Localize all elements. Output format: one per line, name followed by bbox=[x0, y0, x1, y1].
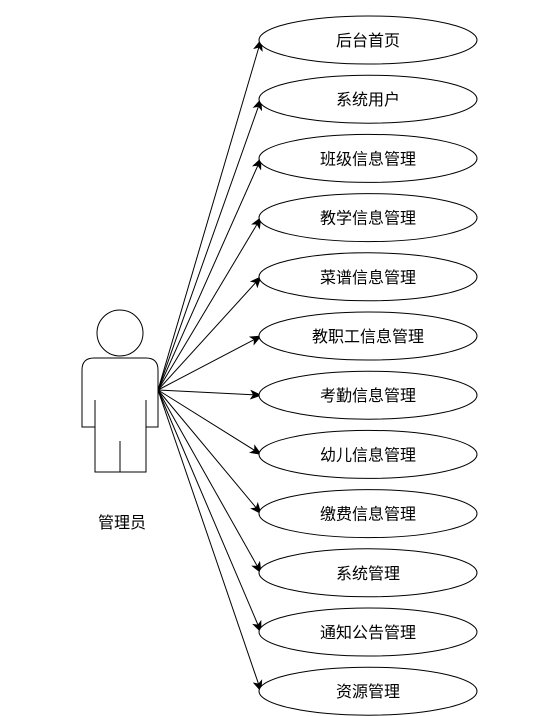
use-case-label: 菜谱信息管理 bbox=[320, 268, 416, 287]
use-case: 班级信息管理 bbox=[258, 133, 478, 183]
use-case-ellipse bbox=[258, 311, 478, 361]
use-case-ellipse bbox=[258, 193, 478, 243]
use-case-label: 后台首页 bbox=[336, 31, 400, 50]
use-case-label: 系统用户 bbox=[336, 90, 400, 109]
use-case-ellipse bbox=[258, 74, 478, 124]
use-case-label: 考勤信息管理 bbox=[320, 386, 416, 405]
association-arrow bbox=[157, 157, 262, 391]
use-case: 教职工信息管理 bbox=[258, 311, 478, 361]
use-case: 通知公告管理 bbox=[258, 607, 478, 657]
use-case-label: 班级信息管理 bbox=[320, 149, 416, 168]
use-case: 后台首页 bbox=[258, 15, 478, 65]
association-arrow bbox=[157, 335, 262, 391]
association-arrow bbox=[157, 389, 262, 455]
use-case-ellipse bbox=[258, 666, 478, 716]
association-arrow bbox=[157, 39, 263, 391]
use-case-label: 系统管理 bbox=[336, 564, 400, 583]
use-case-label: 缴费信息管理 bbox=[320, 505, 416, 524]
association-arrow bbox=[157, 98, 263, 391]
use-case-label: 教学信息管理 bbox=[320, 209, 416, 228]
association-arrow bbox=[157, 389, 262, 633]
use-case: 资源管理 bbox=[258, 666, 478, 716]
association-arrow bbox=[157, 389, 263, 693]
use-case-label: 幼儿信息管理 bbox=[320, 445, 416, 464]
use-case-label: 通知公告管理 bbox=[320, 623, 416, 642]
use-case-ellipse bbox=[258, 15, 478, 65]
actor-head bbox=[96, 309, 144, 357]
association-arrow bbox=[157, 276, 262, 391]
association-arrow bbox=[157, 389, 262, 400]
actor-body bbox=[81, 357, 159, 473]
use-case-label: 教职工信息管理 bbox=[312, 327, 424, 346]
use-case-ellipse bbox=[258, 370, 478, 420]
use-case-ellipse bbox=[258, 607, 478, 657]
use-case: 系统用户 bbox=[258, 74, 478, 124]
use-case: 教学信息管理 bbox=[258, 193, 478, 243]
actor-figure: 管理员 bbox=[81, 309, 159, 532]
use-case: 菜谱信息管理 bbox=[258, 252, 478, 302]
use-case: 考勤信息管理 bbox=[258, 370, 478, 420]
use-case: 缴费信息管理 bbox=[258, 489, 478, 539]
use-case-ellipse bbox=[258, 429, 478, 479]
use-case: 系统管理 bbox=[258, 548, 478, 598]
use-case: 幼儿信息管理 bbox=[258, 429, 478, 479]
association-arrow bbox=[157, 216, 262, 391]
actor-label: 管理员 bbox=[98, 513, 146, 532]
use-case-ellipse bbox=[258, 133, 478, 183]
use-case-label: 资源管理 bbox=[336, 682, 400, 701]
use-case-ellipse bbox=[258, 252, 478, 302]
association-arrow bbox=[157, 389, 262, 515]
association-arrows bbox=[157, 39, 263, 693]
use-case-ellipse bbox=[258, 489, 478, 539]
use-cases: 后台首页系统用户班级信息管理教学信息管理菜谱信息管理教职工信息管理考勤信息管理幼… bbox=[258, 15, 478, 716]
association-arrow bbox=[157, 389, 262, 574]
use-case-ellipse bbox=[258, 548, 478, 598]
